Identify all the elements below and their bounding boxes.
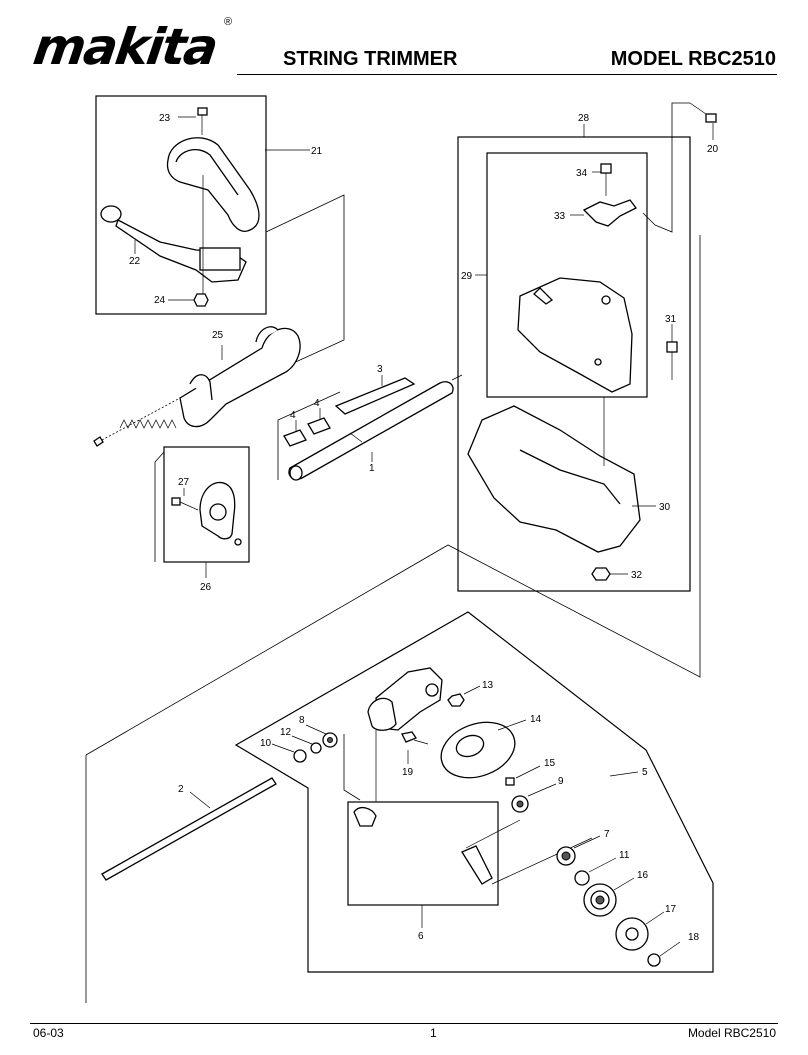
footer-date: 06-03 bbox=[33, 1026, 64, 1040]
guide-line bbox=[277, 391, 341, 480]
handle-group-frame bbox=[95, 95, 267, 315]
part-label-7: 7 bbox=[604, 829, 610, 840]
part-label-10: 10 bbox=[260, 738, 272, 749]
part-21-handle bbox=[166, 137, 310, 232]
part-4-labels bbox=[283, 408, 331, 447]
guide-line bbox=[85, 235, 701, 756]
part-24-nut bbox=[168, 175, 209, 307]
part-label-34: 34 bbox=[576, 168, 588, 179]
part-15-screw bbox=[505, 765, 541, 786]
part-22-lever bbox=[100, 205, 247, 283]
part-label-1: 1 bbox=[369, 463, 375, 474]
cable-spring bbox=[119, 419, 177, 429]
part-label-22: 22 bbox=[129, 256, 141, 267]
part-31-screw bbox=[666, 324, 678, 380]
part-label-23: 23 bbox=[159, 113, 171, 124]
part-label-13: 13 bbox=[482, 680, 494, 691]
part-label-20: 20 bbox=[707, 144, 719, 155]
part-label-4-upper: 4 bbox=[314, 398, 320, 409]
part-label-11: 11 bbox=[619, 850, 630, 861]
part-19-bolt bbox=[401, 731, 429, 764]
part-label-32: 32 bbox=[631, 570, 643, 581]
part-label-25: 25 bbox=[212, 330, 224, 341]
gear-head-frame bbox=[234, 611, 714, 973]
part-label-24: 24 bbox=[154, 295, 166, 306]
part-label-4-lower: 4 bbox=[290, 410, 296, 421]
part-label-21: 21 bbox=[311, 146, 323, 157]
part-label-28: 28 bbox=[578, 113, 590, 124]
guide-line bbox=[642, 212, 656, 226]
guard-group-frame bbox=[457, 136, 691, 592]
exploded-parts-diagram: 23 21 22 24 25 3 4 4 1 27 26 28 20 34 33… bbox=[85, 95, 719, 1003]
part-3-label bbox=[334, 375, 416, 415]
part-label-8: 8 bbox=[299, 715, 305, 726]
part-label-18: 18 bbox=[688, 932, 700, 943]
part-label-6: 6 bbox=[418, 931, 424, 942]
part-14-plate bbox=[440, 719, 527, 779]
part-20-bolt bbox=[689, 102, 717, 140]
part-label-31: 31 bbox=[665, 314, 677, 325]
footer-model: Model RBC2510 bbox=[687, 1026, 776, 1040]
part-5-gear-head bbox=[367, 667, 639, 802]
part-label-3: 3 bbox=[377, 364, 383, 375]
part-label-9: 9 bbox=[558, 776, 564, 787]
guide-line bbox=[343, 734, 361, 801]
part-16-gear bbox=[583, 877, 635, 917]
part-label-12: 12 bbox=[280, 727, 292, 738]
part-12-ring bbox=[291, 735, 322, 754]
part-7-bearing bbox=[556, 835, 601, 866]
page-title: STRING TRIMMER bbox=[283, 48, 458, 70]
part-6-shaft-assembly bbox=[353, 806, 593, 928]
footer-rule bbox=[30, 1023, 778, 1024]
part-25-throttle-housing bbox=[93, 326, 301, 447]
page-header: makita ® STRING TRIMMER MODEL RBC2510 bbox=[0, 0, 808, 80]
shaft-end-frame bbox=[347, 801, 499, 906]
clamp-group-frame bbox=[163, 446, 250, 563]
part-label-26: 26 bbox=[200, 582, 212, 593]
part-18-nut bbox=[647, 941, 681, 967]
part-label-19: 19 bbox=[402, 767, 414, 778]
part-label-16: 16 bbox=[637, 870, 649, 881]
page-number: 1 bbox=[430, 1026, 437, 1040]
model-title: MODEL RBC2510 bbox=[610, 48, 776, 70]
part-label-15: 15 bbox=[544, 758, 556, 769]
part-label-2: 2 bbox=[178, 784, 184, 795]
part-23-bolt bbox=[178, 107, 208, 135]
part-29-guard bbox=[475, 274, 633, 393]
part-30-cover bbox=[467, 397, 656, 553]
part-13-nut bbox=[447, 685, 481, 707]
guide-line bbox=[654, 102, 690, 233]
part-label-17: 17 bbox=[665, 904, 677, 915]
registered-mark: ® bbox=[224, 16, 233, 28]
part-label-33: 33 bbox=[554, 211, 566, 222]
part-1-shaft bbox=[288, 374, 463, 481]
header-rule bbox=[237, 74, 777, 75]
part-label-30: 30 bbox=[659, 502, 671, 513]
part-2-drive-shaft bbox=[101, 777, 277, 881]
part-34-screw bbox=[592, 163, 612, 196]
part-32-nut bbox=[591, 567, 628, 581]
guide-line bbox=[265, 194, 345, 371]
part-8-bearing bbox=[305, 724, 338, 748]
part-label-14: 14 bbox=[530, 714, 542, 725]
part-label-29: 29 bbox=[461, 271, 473, 282]
part-27-bolt bbox=[171, 488, 199, 511]
part-10-snap-ring bbox=[271, 743, 307, 763]
part-11-snap-ring bbox=[574, 857, 617, 886]
part-26-clamp bbox=[199, 481, 242, 578]
part-33-bracket bbox=[570, 199, 637, 227]
part-17-holder bbox=[615, 911, 665, 951]
guide-line bbox=[154, 451, 165, 562]
part-9-bearing bbox=[511, 783, 557, 813]
part-label-5: 5 bbox=[642, 767, 648, 778]
part-label-27: 27 bbox=[178, 477, 190, 488]
